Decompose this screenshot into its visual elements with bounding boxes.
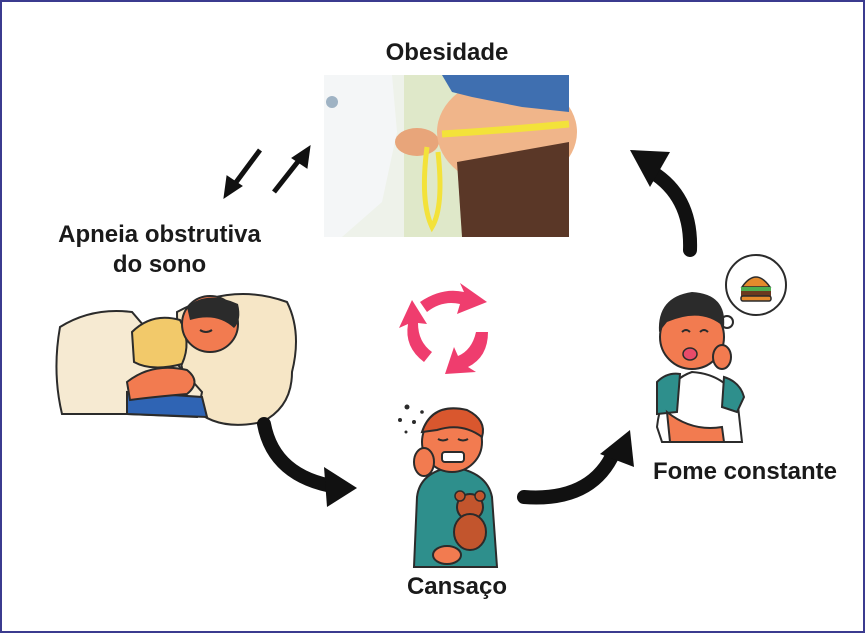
arrow-to-cansaco xyxy=(257,417,357,507)
arrow-to-obesidade xyxy=(630,150,698,257)
burger-icon xyxy=(740,276,772,302)
label-apneia-line2: do sono xyxy=(112,251,207,278)
label-obesidade: Obesidade xyxy=(385,39,509,66)
tired-person-illustration xyxy=(398,404,499,568)
label-cansaco: Cansaço xyxy=(406,573,508,600)
sleeping-person-illustration xyxy=(55,293,297,426)
label-apneia: Apneia obstrutiva do sono xyxy=(22,220,297,280)
recycle-arrows-icon xyxy=(399,283,488,374)
obesity-photo xyxy=(324,75,577,237)
label-apneia-line1: Apneia obstrutiva xyxy=(58,221,261,248)
hungry-person-illustration xyxy=(655,254,787,443)
label-fome: Fome constante xyxy=(652,458,838,485)
bidirectional-arrows-icon xyxy=(223,144,311,200)
arrow-to-fome xyxy=(517,430,634,505)
